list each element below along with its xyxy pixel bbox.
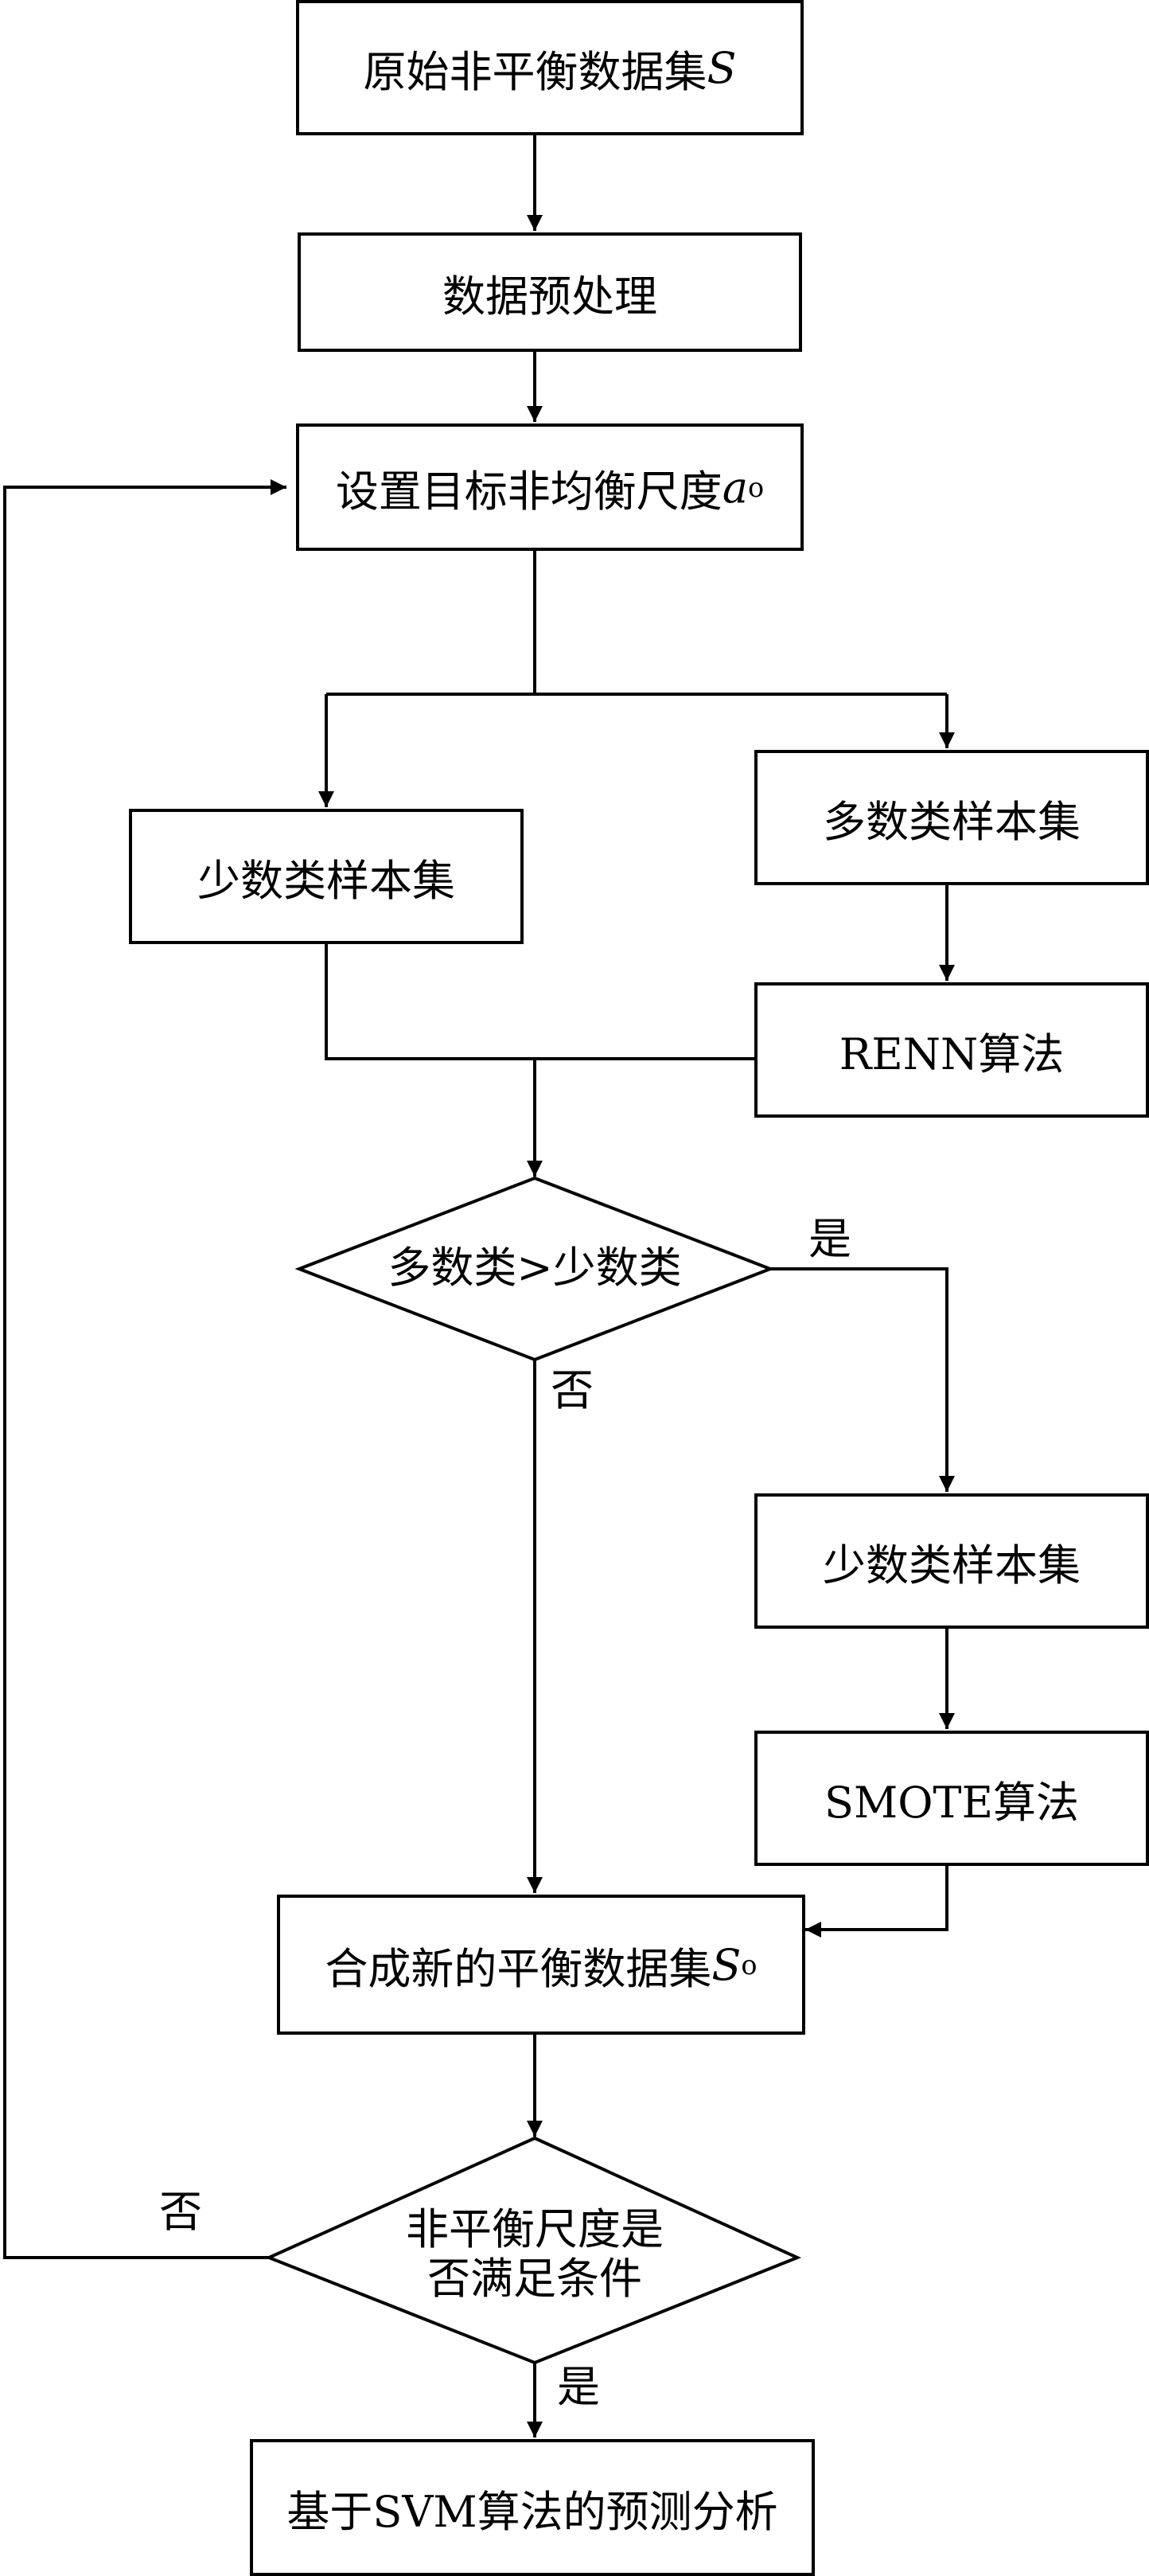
node-synthesize-sub: o xyxy=(741,1949,758,1981)
node-svm-text: 基于SVM算法的预测分析 xyxy=(286,2486,778,2537)
node-synthesize-var: S xyxy=(711,1939,742,1990)
decision-compare-shape xyxy=(294,1176,775,1362)
node-synthesize-text: 合成新的平衡数据集 xyxy=(325,1943,712,1994)
node-smote-text: SMOTE算法 xyxy=(824,1777,1079,1828)
node-minority-set-left: 少数类样本集 xyxy=(129,809,524,944)
edge-label-check-yes: 是 xyxy=(557,2362,600,2412)
edge-label-compare-yes: 是 xyxy=(808,1214,851,1264)
node-preprocess: 数据预处理 xyxy=(298,232,802,352)
decision-compare-text: 多数类>少数类 xyxy=(388,1243,682,1293)
node-smote: SMOTE算法 xyxy=(754,1731,1149,1866)
decision-check-line1: 非平衡尺度是 xyxy=(406,2204,664,2254)
node-minority-set-right: 少数类样本集 xyxy=(754,1493,1149,1629)
edge-label-check-no: 否 xyxy=(159,2187,202,2237)
node-renn-text: RENN算法 xyxy=(839,1028,1065,1079)
decision-check-line2: 否满足条件 xyxy=(427,2254,642,2305)
node-preprocess-text: 数据预处理 xyxy=(442,271,657,322)
node-svm: 基于SVM算法的预测分析 xyxy=(250,2439,815,2576)
node-original-set-var: S xyxy=(707,42,737,93)
edge-minority-merge xyxy=(325,943,756,1060)
node-set-target-sub: o xyxy=(748,471,765,503)
node-minority-set-left-text: 少数类样本集 xyxy=(197,855,455,906)
node-majority-set-text: 多数类样本集 xyxy=(823,796,1081,847)
edge-compare-yes xyxy=(770,1267,955,1492)
node-original-set-text: 原始非平衡数据集 xyxy=(363,46,707,97)
node-set-target-var: a xyxy=(722,462,749,513)
node-majority-set: 多数类样本集 xyxy=(754,750,1149,885)
edge-smote-to-synthesize xyxy=(805,1864,948,1938)
decision-compare-label: 多数类>少数类 xyxy=(344,1243,726,1293)
edge-check-no-loop xyxy=(3,479,286,2259)
decision-check-shape xyxy=(264,2136,802,2365)
node-renn: RENN算法 xyxy=(754,982,1149,1118)
edge-label-compare-no: 否 xyxy=(551,1365,594,1415)
node-minority-set-right-text: 少数类样本集 xyxy=(823,1540,1081,1590)
decision-check-label: 非平衡尺度是 否满足条件 xyxy=(344,2204,726,2305)
node-set-target-text: 设置目标非均衡尺度 xyxy=(335,466,723,517)
